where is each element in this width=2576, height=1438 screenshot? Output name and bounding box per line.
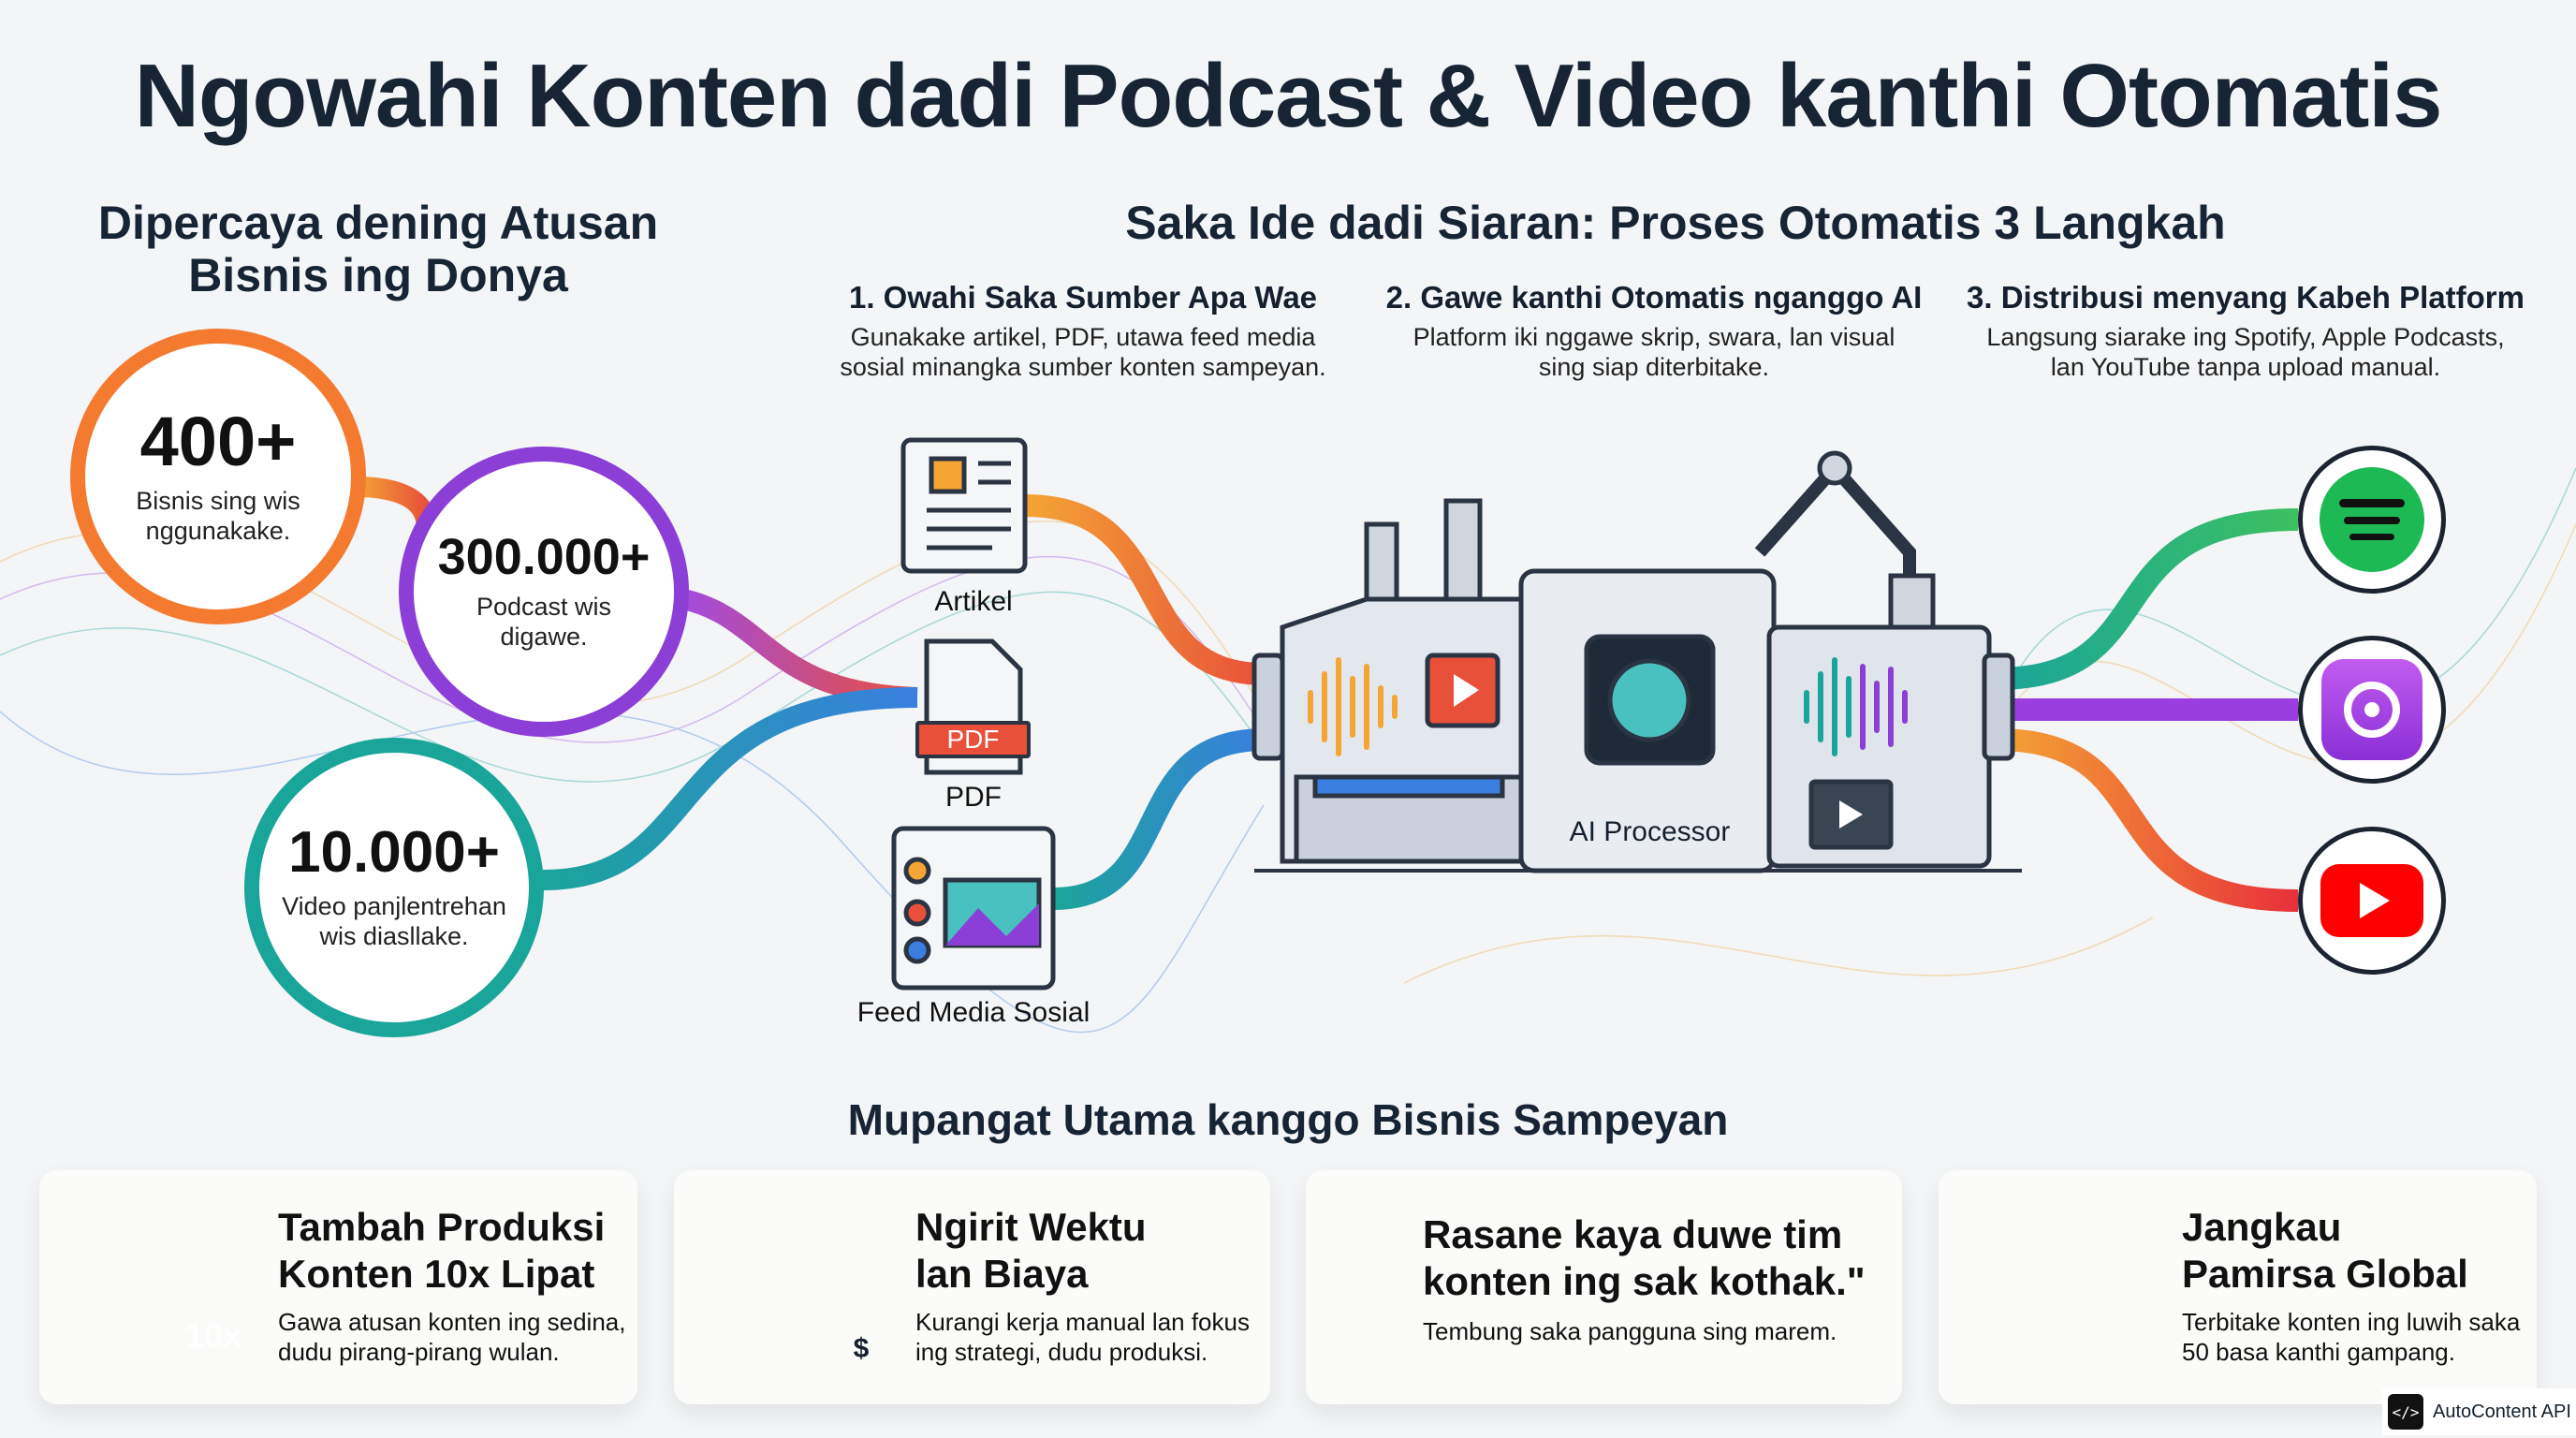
connector-10000: [542, 687, 918, 890]
factory-icon: [1251, 450, 2015, 873]
stat-desc: nggunakake.: [145, 517, 291, 545]
trust-heading-line2: Bisnis ing Donya: [188, 249, 568, 301]
stat-desc: digawe.: [500, 623, 588, 651]
stat-desc: wis diasllake.: [319, 922, 469, 950]
stat-desc: Bisnis sing wis: [136, 487, 300, 515]
youtube-icon[interactable]: [2298, 827, 2446, 975]
card-desc: Terbitake konten ing luwih saka: [2182, 1308, 2521, 1336]
ten-x-badge: 10x: [184, 1316, 242, 1355]
stat-value: 10.000+: [288, 820, 500, 885]
dollar-sign: $: [853, 1333, 870, 1364]
input-label-pdf: PDF: [945, 782, 1002, 813]
card-title: Pamirsa Global: [2182, 1252, 2468, 1296]
spotify-icon[interactable]: [2298, 446, 2446, 594]
pdf-badge: PDF: [915, 721, 1031, 758]
stat-value: 300.000+: [437, 529, 651, 585]
benefits-heading: Mupangat Utama kanggo Bisnis Sampeyan: [847, 1095, 1729, 1144]
input-label-feed: Feed Media Sosial: [856, 997, 1090, 1028]
card-desc: dudu pirang-pirang wulan.: [278, 1338, 560, 1366]
card-title: Rasane kaya duwe tim: [1423, 1212, 1843, 1256]
stat-desc: Podcast wis: [476, 593, 612, 621]
step-3-desc: Langsung siarake ing Spotify, Apple Podc…: [1986, 323, 2505, 381]
pipe-artikel: [1024, 494, 1266, 685]
step-3-title: 3. Distribusi menyang Kabeh Platform: [1967, 280, 2525, 315]
article-icon: [900, 437, 1028, 574]
card-title: Jangkau: [2182, 1205, 2342, 1249]
step-1-title: 1. Owahi Saka Sumber Apa Wae: [848, 280, 1318, 315]
step-2-title: 2. Gawe kanthi Otomatis nganggo AI: [1385, 280, 1923, 315]
input-label-artikel: Artikel: [934, 586, 1013, 617]
autocontent-api-badge[interactable]: </> AutoContent API: [2382, 1388, 2576, 1435]
stat-value: 400+: [139, 403, 297, 480]
sound-wave-right-icon: [1804, 657, 1908, 756]
process-heading: Saka Ide dadi Siaran: Proses Otomatis 3 …: [1125, 197, 2226, 249]
pipe-feed: [1052, 728, 1266, 910]
card-title: Tambah Produksi: [278, 1205, 606, 1249]
apple-podcasts-icon[interactable]: [2298, 636, 2446, 784]
card-desc: 50 basa kanthi gampang.: [2182, 1338, 2455, 1366]
stat-desc: Video panjlentrehan: [282, 892, 506, 920]
social-feed-icon: [891, 826, 1056, 990]
processor-label: AI Processor: [1569, 816, 1731, 847]
card-title: Konten 10x Lipat: [278, 1252, 595, 1296]
card-desc: Gawa atusan konten ing sedina,: [278, 1308, 626, 1336]
card-desc: ing strategi, dudu produksi.: [915, 1338, 1208, 1366]
trust-heading: Dipercaya dening Atusan Bisnis ing Donya: [51, 197, 706, 301]
card-title: Ngirit Wektu: [915, 1205, 1147, 1249]
trust-heading-line1: Dipercaya dening Atusan: [97, 197, 659, 249]
card-desc: Kurangi kerja manual lan fokus: [915, 1308, 1250, 1336]
pipe-spotify: [1995, 508, 2299, 690]
code-icon: </>: [2388, 1394, 2423, 1430]
page-title: Ngowahi Konten dadi Podcast & Video kant…: [134, 46, 2443, 146]
card-desc: Tembung saka pangguna sing marem.: [1423, 1317, 1837, 1345]
step-2-desc: Platform iki nggawe skrip, swara, lan vi…: [1412, 323, 1895, 381]
card-title: lan Biaya: [915, 1252, 1089, 1296]
pipe-youtube: [1995, 728, 2299, 912]
badge-label: AutoContent API: [2433, 1401, 2571, 1422]
sound-wave-left-icon: [1308, 657, 1398, 756]
card-title: konten ing sak kothak.": [1423, 1259, 1866, 1303]
